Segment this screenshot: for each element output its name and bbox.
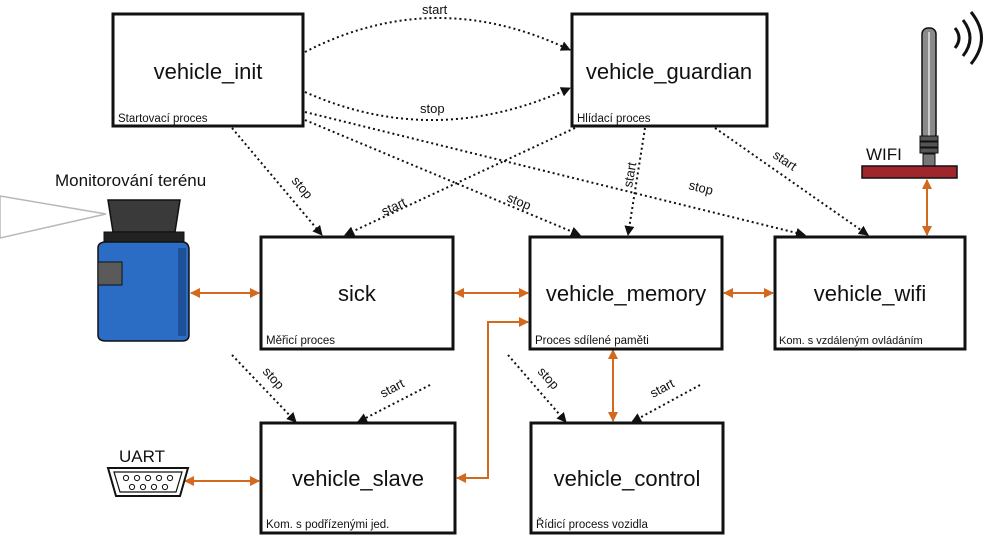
process-subtitle: Kom. s vzdáleným ovládáním xyxy=(779,335,923,347)
terrain-sensor-label: Monitorování terénu xyxy=(55,171,206,190)
process-box xyxy=(111,12,305,128)
control-edges xyxy=(231,17,869,423)
edge-label-control-stop: stop xyxy=(535,364,563,392)
edge-guardian-wifi-start xyxy=(714,127,869,236)
edge-slave-stop xyxy=(231,354,297,423)
edge-label-init-guardian-start: start xyxy=(422,2,448,17)
uart-label: UART xyxy=(119,447,165,466)
process-vehicle-init: vehicle_init Startovací proces xyxy=(111,12,305,128)
edge-label-init-guardian-stop: stop xyxy=(420,101,445,116)
process-vehicle-slave: vehicle_slave Kom. s podřízenými jed. xyxy=(259,421,457,535)
edge-label-slave-start: start xyxy=(377,375,407,400)
serial-port-icon xyxy=(106,467,190,497)
edge-guardian-memory-start xyxy=(624,127,646,236)
signal-waves-icon xyxy=(953,11,983,65)
edge-init-guardian-stop xyxy=(304,87,571,122)
process-vehicle-memory: vehicle_memory Proces sdílené paměti xyxy=(528,235,724,351)
process-title: vehicle_memory xyxy=(546,281,706,306)
process-subtitle: Startovací proces xyxy=(118,113,208,125)
process-box xyxy=(529,421,725,535)
edge-label-init-memory-stop: stop xyxy=(505,190,533,213)
edge-label-init-sick-stop: stop xyxy=(289,173,316,201)
edge-init-memory-stop xyxy=(304,119,581,237)
process-title: vehicle_control xyxy=(554,466,701,491)
process-box xyxy=(259,421,457,535)
process-sick: sick Měřicí proces xyxy=(259,235,455,351)
edge-label-guardian-sick-start: start xyxy=(379,194,409,218)
edge-init-sick-stop xyxy=(231,127,323,236)
process-box xyxy=(259,235,455,351)
process-subtitle: Měřicí proces xyxy=(266,335,335,347)
edge-guardian-sick-start xyxy=(344,127,576,236)
edge-label-init-wifi-stop: stop xyxy=(687,177,714,198)
edge-label-guardian-memory-start: start xyxy=(620,161,639,189)
edge-init-guardian-start xyxy=(304,17,571,53)
data-links xyxy=(184,179,932,486)
laser-scanner-icon xyxy=(97,199,190,342)
process-subtitle: Kom. s podřízenými jed. xyxy=(266,519,389,531)
process-subtitle: Řídicí process vozidla xyxy=(536,518,648,531)
process-subtitle: Proces sdílené paměti xyxy=(535,335,649,347)
process-vehicle-control: vehicle_control Řídicí process vozidla xyxy=(529,421,725,535)
edge-label-control-start: start xyxy=(647,375,677,400)
wifi-label: WIFI xyxy=(866,145,902,164)
edge-slave-start xyxy=(357,384,431,423)
process-title: vehicle_slave xyxy=(292,466,424,491)
edge-init-wifi-stop xyxy=(304,111,806,238)
process-vehicle-guardian: vehicle_guardian Hlídací proces xyxy=(570,12,769,128)
process-box xyxy=(773,235,967,351)
process-title: sick xyxy=(338,281,377,306)
process-box xyxy=(528,235,724,351)
edge-control-stop xyxy=(507,354,567,423)
sensor-beam-icon xyxy=(0,195,107,239)
antenna-icon xyxy=(861,27,958,179)
process-title: vehicle_guardian xyxy=(586,59,752,84)
process-title: vehicle_init xyxy=(154,59,263,84)
process-vehicle-wifi: vehicle_wifi Kom. s vzdáleným ovládáním xyxy=(773,235,967,351)
terrain-sensor: Monitorování terénu xyxy=(0,171,206,342)
link-memory-slave xyxy=(456,317,529,483)
process-box xyxy=(570,12,769,128)
uart-connector: UART xyxy=(106,447,190,497)
process-subtitle: Hlídací proces xyxy=(577,113,651,125)
wifi-antenna: WIFI xyxy=(861,11,983,179)
edge-label-guardian-wifi-start: start xyxy=(770,147,800,174)
process-title: vehicle_wifi xyxy=(814,281,927,306)
